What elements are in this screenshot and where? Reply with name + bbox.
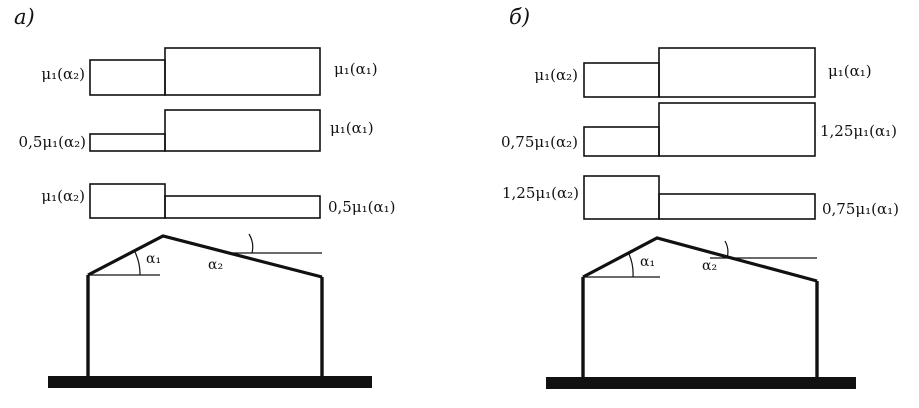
panel-b-d3-left-block [583,175,660,220]
panel-b-angle-label-left: α₁ [640,254,655,270]
panel-b-angle-label-right: α₂ [702,258,717,274]
panel-a-load-diagram-1: μ₁(α₂) μ₁(α₁) [41,47,378,96]
panel-a-angle-arc-right [248,233,254,254]
panel-a-roof [87,234,323,279]
panel-b-d1-right-label: μ₁(α₁) [828,62,872,80]
panel-b-d3-right-label: 0,75μ₁(α₁) [822,200,899,218]
panel-b-load-diagram-1: μ₁(α₂) μ₁(α₁) [534,47,872,98]
panel-b-d2-right-block [658,102,816,157]
panel-b-d2-right-label: 1,25μ₁(α₁) [820,122,897,140]
panel-a-angle-label-right: α₂ [208,257,223,273]
panel-b-d2-left-block [583,126,660,157]
panel-a: a) μ₁(α₂) μ₁(α₁) 0,5μ₁(α₂) μ₁(α₁) μ₁(α₂)… [14,5,395,388]
panel-a-angle-label-left: α₁ [146,251,161,267]
panel-b-load-diagram-3: 1,25μ₁(α₂) 0,75μ₁(α₁) [502,175,899,220]
panel-b-d1-left-block [583,62,660,98]
panel-b-ground [546,377,856,389]
panel-b-d1-right-block [658,47,816,98]
panel-b-load-diagram-2: 0,75μ₁(α₂) 1,25μ₁(α₁) [501,102,897,157]
panel-b-d1-left-label: μ₁(α₂) [534,66,578,84]
panel-a-building-frame: α₁ α₂ [48,233,372,388]
panel-b-roof [582,236,818,283]
panel-a-d2-left-block [89,133,166,152]
panel-a-d3-right-label: 0,5μ₁(α₁) [328,198,395,216]
panel-b-d3-right-block [658,193,816,220]
panel-a-angle-arc-left [134,251,141,276]
panel-a-ground [48,376,372,388]
panel-a-header: a) [14,5,35,29]
panel-b-d3-left-label: 1,25μ₁(α₂) [502,184,579,202]
panel-b-building-frame: α₁ α₂ [546,236,856,389]
panel-a-d2-right-label: μ₁(α₁) [330,119,374,137]
panel-a-d2-left-label: 0,5μ₁(α₂) [19,133,86,151]
panel-b: б) μ₁(α₂) μ₁(α₁) 0,75μ₁(α₂) 1,25μ₁(α₁) 1… [501,5,899,389]
panel-b-angle-arc-left [628,253,634,278]
panel-a-d1-left-block [89,59,166,96]
panel-a-d3-left-label: μ₁(α₂) [41,187,85,205]
panel-b-d2-left-label: 0,75μ₁(α₂) [501,133,578,151]
panel-a-load-diagram-2: 0,5μ₁(α₂) μ₁(α₁) [19,109,374,152]
panel-a-load-diagram-3: μ₁(α₂) 0,5μ₁(α₁) [41,183,395,219]
panel-a-d2-right-block [164,109,321,152]
panel-a-d1-right-label: μ₁(α₁) [334,60,378,78]
panel-a-d3-left-block [89,183,166,219]
panel-b-header: б) [509,5,530,29]
panel-a-d3-right-block [164,195,321,219]
panel-a-d1-left-label: μ₁(α₂) [41,65,85,83]
panel-a-d1-right-block [164,47,321,96]
panel-b-angle-arc-right [724,240,729,259]
